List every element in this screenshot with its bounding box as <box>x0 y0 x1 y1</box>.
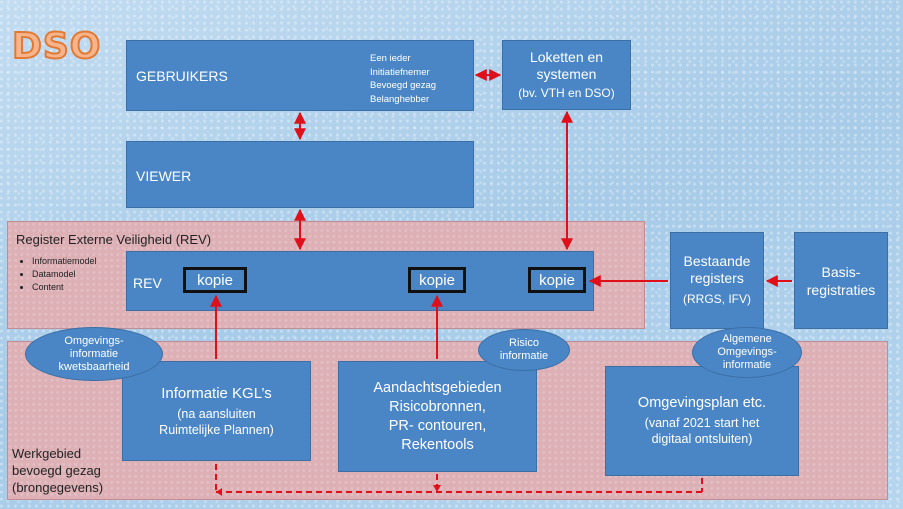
ellipse-omgevings-line-2: informatie <box>69 347 119 360</box>
werkgebied-label: Werkgebied bevoegd gezag (brongegevens) <box>12 445 103 496</box>
werkgebied-line-3: (brongegevens) <box>12 480 104 495</box>
bestaande-line-2: registers <box>690 270 744 286</box>
ellipse-risico-line-1: Risico <box>509 337 539 349</box>
viewer-box: VIEWER <box>126 141 474 208</box>
role-een-ieder: Een ieder <box>370 53 411 64</box>
rev-zone-bullets: Informatiemodel Datamodel Content <box>12 255 97 294</box>
bullet-datamodel: Datamodel <box>32 268 97 281</box>
ellipse-risico-line-2: informatie <box>499 350 549 362</box>
informatie-kgl-sub-1: (na aansluiten <box>177 406 256 421</box>
bestaande-registers-box: Bestaande registers (RRGS, IFV) <box>670 232 764 329</box>
werkgebied-line-1: Werkgebied <box>12 446 82 461</box>
basisregistraties-box: Basis- registraties <box>794 232 888 329</box>
informatie-kgl-box: Informatie KGL’s (na aansluiten Ruimteli… <box>122 361 311 461</box>
omgevingsplan-sub-2: digitaal ontsluiten) <box>651 432 753 446</box>
informatie-kgl-title: Informatie KGL’s <box>161 384 272 402</box>
loketten-box: Loketten en systemen (bv. VTH en DSO) <box>502 40 631 110</box>
rev-zone-title: Register Externe Veiligheid (REV) <box>16 232 212 247</box>
ellipse-omgevings-line-1: Omgevings- <box>64 334 124 347</box>
ellipse-algemene-omgevingsinformatie: Algemene Omgevings- informatie <box>692 327 802 378</box>
gebruikers-box: GEBRUIKERS Een ieder Initiatiefnemer Bev… <box>126 40 474 111</box>
ellipse-algemene-line-2: Omgevings- <box>717 346 777 358</box>
bestaande-sub: (RRGS, IFV) <box>683 292 751 306</box>
loketten-line-2: systemen <box>536 65 597 82</box>
bullet-content: Content <box>32 281 97 294</box>
ellipse-algemene-line-3: informatie <box>722 359 772 371</box>
kopie-box-1: kopie <box>183 267 247 293</box>
dso-logo: DSO <box>11 25 102 68</box>
kopie-box-2: kopie <box>408 267 466 293</box>
basis-line-2: registraties <box>806 281 876 298</box>
werkgebied-line-2: bevoegd gezag <box>12 463 101 478</box>
basis-line-1: Basis- <box>821 263 861 280</box>
viewer-title: VIEWER <box>136 168 192 184</box>
ellipse-algemene-line-1: Algemene <box>722 333 772 345</box>
dashed-arrow-left <box>216 488 222 496</box>
omgevingsplan-sub-1: (vanaf 2021 start het <box>644 416 760 430</box>
bullet-informatiemodel: Informatiemodel <box>32 255 97 268</box>
aandachtsgebieden-line-2: Risicobronnen, <box>389 398 486 415</box>
ellipse-risico-informatie: Risico informatie <box>478 329 570 371</box>
omgevingsplan-title: Omgevingsplan etc. <box>637 395 767 411</box>
omgevingsplan-box: Omgevingsplan etc. (vanaf 2021 start het… <box>605 366 799 476</box>
dashed-arrow-center <box>433 485 441 492</box>
aandachtsgebieden-line-4: Rekentools <box>401 436 474 453</box>
gebruikers-roles: Een ieder Initiatiefnemer Bevoegd gezag … <box>370 52 436 106</box>
kopie-box-3: kopie <box>528 267 586 293</box>
aandachtsgebieden-line-3: PR- contouren, <box>388 417 487 434</box>
ellipse-omgevings-informatie: Omgevings- informatie kwetsbaarheid <box>25 327 163 381</box>
role-belanghebber: Belanghebber <box>370 93 430 105</box>
loketten-sub: (bv. VTH en DSO) <box>518 85 615 100</box>
role-bevoegd-gezag: Bevoegd gezag <box>370 80 437 91</box>
aandachtsgebieden-line-1: Aandachtsgebieden <box>373 379 502 396</box>
bestaande-line-1: Bestaande <box>683 253 751 269</box>
role-initiatiefnemer: Initiatiefnemer <box>370 66 430 78</box>
gebruikers-title: GEBRUIKERS <box>136 68 228 84</box>
ellipse-omgevings-line-3: kwetsbaarheid <box>58 360 130 373</box>
loketten-line-1: Loketten en <box>529 48 604 65</box>
aandachtsgebieden-box: Aandachtsgebieden Risicobronnen, PR- con… <box>338 361 537 472</box>
informatie-kgl-sub-2: Ruimtelijke Plannen) <box>159 422 274 437</box>
rev-title: REV <box>133 275 162 291</box>
